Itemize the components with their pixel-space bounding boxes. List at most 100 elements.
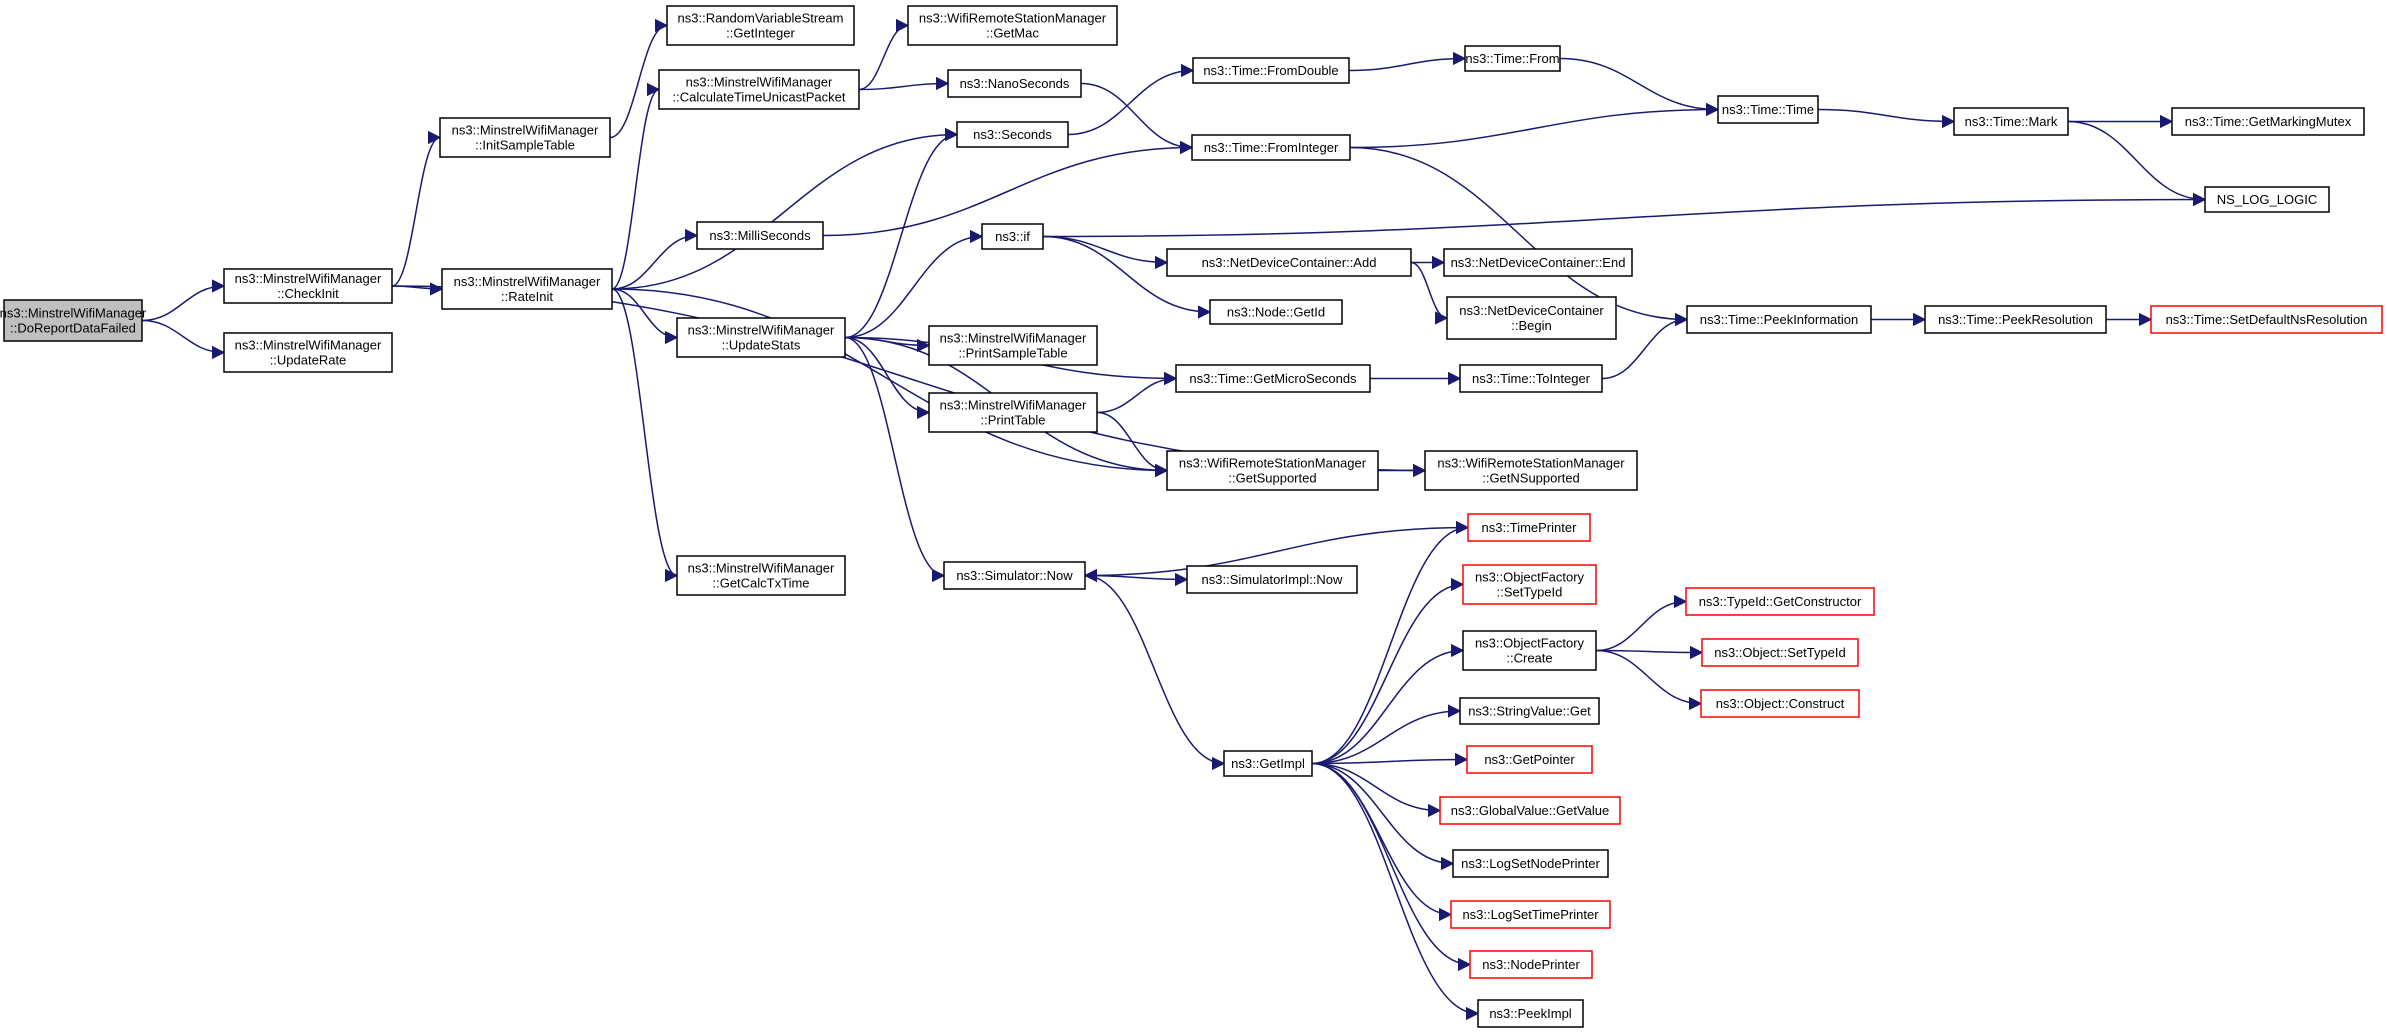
node-label-calctime-0: ns3::MinstrelWifiManager	[686, 75, 833, 90]
edge-getimpl-to-logsetnode	[1311, 762, 1455, 871]
edge-calctime-to-nanosec	[858, 76, 950, 91]
node-frominteger[interactable]: ns3::Time::FromInteger	[1191, 134, 1351, 161]
node-checkinit[interactable]: ns3::MinstrelWifiManager::CheckInit	[223, 268, 393, 304]
node-fromdouble[interactable]: ns3::Time::FromDouble	[1192, 57, 1350, 84]
node-label-nodeprinter-0: ns3::NodePrinter	[1482, 957, 1580, 972]
node-label-updatestats-0: ns3::MinstrelWifiManager	[688, 323, 835, 338]
node-label-getmicro-0: ns3::Time::GetMicroSeconds	[1189, 371, 1357, 386]
node-label-gvgetvalue-0: ns3::GlobalValue::GetValue	[1451, 803, 1610, 818]
node-getmicro[interactable]: ns3::Time::GetMicroSeconds	[1175, 364, 1371, 393]
node-peekres[interactable]: ns3::Time::PeekResolution	[1924, 305, 2107, 334]
node-label-nanosec-0: ns3::NanoSeconds	[960, 76, 1070, 91]
node-getinteger[interactable]: ns3::RandomVariableStream::GetInteger	[666, 5, 855, 46]
node-ofsettypeid[interactable]: ns3::ObjectFactory::SetTypeId	[1462, 564, 1597, 605]
node-timetime[interactable]: ns3::Time::Time	[1717, 95, 1819, 124]
node-box-objconstruct	[1700, 689, 1860, 718]
node-getpointer[interactable]: ns3::GetPointer	[1466, 745, 1593, 774]
node-rateinit[interactable]: ns3::MinstrelWifiManager::RateInit	[441, 268, 613, 310]
node-ndcend[interactable]: ns3::NetDeviceContainer::End	[1443, 248, 1633, 277]
node-ndcbegin[interactable]: ns3::NetDeviceContainer::Begin	[1446, 296, 1617, 340]
node-box-stringget	[1459, 697, 1600, 725]
node-label-getsupported-0: ns3::WifiRemoteStationManager	[1179, 456, 1367, 471]
node-timemark[interactable]: ns3::Time::Mark	[1953, 107, 2069, 136]
node-box-getcalctx	[676, 555, 846, 596]
node-tointeger[interactable]: ns3::Time::ToInteger	[1459, 364, 1603, 393]
node-ofcreate[interactable]: ns3::ObjectFactory::Create	[1462, 630, 1597, 671]
node-nanosec[interactable]: ns3::NanoSeconds	[947, 69, 1082, 98]
node-getmarkingmutex[interactable]: ns3::Time::GetMarkingMutex	[2171, 107, 2365, 136]
node-logsetnode[interactable]: ns3::LogSetNodePrinter	[1452, 849, 1609, 878]
node-stringget[interactable]: ns3::StringValue::Get	[1459, 697, 1600, 725]
node-label-getnsupported-0: ns3::WifiRemoteStationManager	[1437, 456, 1625, 471]
edge-initsample-to-getinteger	[609, 18, 669, 139]
node-label-printsample-0: ns3::MinstrelWifiManager	[940, 331, 1087, 346]
node-getnsupported[interactable]: ns3::WifiRemoteStationManager::GetNSuppo…	[1424, 450, 1638, 491]
node-logsettime[interactable]: ns3::LogSetTimePrinter	[1450, 900, 1611, 929]
node-simnow[interactable]: ns3::Simulator::Now	[943, 561, 1086, 590]
node-timefrom[interactable]: ns3::Time::From	[1464, 45, 1561, 72]
node-millisec[interactable]: ns3::MilliSeconds	[696, 221, 824, 250]
edge-updatestats-to-printtable	[844, 336, 931, 420]
node-seconds[interactable]: ns3::Seconds	[956, 121, 1069, 148]
node-label-setdefaultres-0: ns3::Time::SetDefaultNsResolution	[2166, 312, 2368, 327]
node-label-updaterate-0: ns3::MinstrelWifiManager	[235, 338, 382, 353]
node-box-printsample	[928, 325, 1098, 366]
node-label-nodegetid-0: ns3::Node::GetId	[1227, 305, 1325, 320]
edge-timetime-to-timemark	[1817, 108, 1956, 129]
node-printsample[interactable]: ns3::MinstrelWifiManager::PrintSampleTab…	[928, 325, 1098, 366]
node-box-simnow	[943, 561, 1086, 590]
node-label-stringget-0: ns3::StringValue::Get	[1468, 704, 1591, 719]
node-label-getnsupported-1: ::GetNSupported	[1482, 471, 1580, 486]
node-box-objsettypeid	[1701, 638, 1859, 667]
node-tidgetctor[interactable]: ns3::TypeId::GetConstructor	[1685, 587, 1875, 616]
node-nodegetid[interactable]: ns3::Node::GetId	[1209, 299, 1343, 325]
edge-calctime-to-getmac	[858, 18, 910, 91]
node-nodeprinter[interactable]: ns3::NodePrinter	[1469, 950, 1593, 979]
node-setdefaultres[interactable]: ns3::Time::SetDefaultNsResolution	[2150, 305, 2383, 334]
node-box-logsetnode	[1452, 849, 1609, 878]
node-label-getinteger-1: ::GetInteger	[726, 26, 795, 41]
node-label-ofcreate-1: ::Create	[1506, 651, 1552, 666]
node-nslog[interactable]: NS_LOG_LOGIC	[2204, 186, 2330, 213]
node-updaterate[interactable]: ns3::MinstrelWifiManager::UpdateRate	[223, 332, 393, 373]
node-getcalctx[interactable]: ns3::MinstrelWifiManager::GetCalcTxTime	[676, 555, 846, 596]
node-getsupported[interactable]: ns3::WifiRemoteStationManager::GetSuppor…	[1166, 450, 1379, 491]
node-box-root	[3, 299, 143, 342]
node-box-getpointer	[1466, 745, 1593, 774]
node-label-ndcend-0: ns3::NetDeviceContainer::End	[1451, 255, 1626, 270]
node-label-objsettypeid-0: ns3::Object::SetTypeId	[1714, 645, 1846, 660]
node-peekimpl[interactable]: ns3::PeekImpl	[1477, 999, 1584, 1028]
node-objconstruct[interactable]: ns3::Object::Construct	[1700, 689, 1860, 718]
node-box-gvgetvalue	[1439, 796, 1621, 825]
edge-getimpl-to-peekimpl	[1311, 762, 1480, 1021]
node-label-ofsettypeid-0: ns3::ObjectFactory	[1475, 570, 1585, 585]
node-label-ofsettypeid-1: ::SetTypeId	[1497, 585, 1563, 600]
node-objsettypeid[interactable]: ns3::Object::SetTypeId	[1701, 638, 1859, 667]
node-label-logsetnode-0: ns3::LogSetNodePrinter	[1461, 856, 1600, 871]
node-label-initsample-1: ::InitSampleTable	[475, 138, 575, 153]
node-if[interactable]: ns3::if	[981, 223, 1044, 250]
node-label-timetime-0: ns3::Time::Time	[1722, 102, 1814, 117]
node-simimplnow[interactable]: ns3::SimulatorImpl::Now	[1186, 565, 1358, 594]
node-timeprinter[interactable]: ns3::TimePrinter	[1467, 513, 1591, 542]
node-box-ofsettypeid	[1462, 564, 1597, 605]
node-ndcadd[interactable]: ns3::NetDeviceContainer::Add	[1166, 248, 1412, 277]
edge-updatestats-to-if	[844, 229, 984, 339]
node-box-getnsupported	[1424, 450, 1638, 491]
node-label-updatestats-1: ::UpdateStats	[722, 338, 801, 353]
node-gvgetvalue[interactable]: ns3::GlobalValue::GetValue	[1439, 796, 1621, 825]
node-printtable[interactable]: ns3::MinstrelWifiManager::PrintTable	[928, 392, 1098, 433]
node-getimpl[interactable]: ns3::GetImpl	[1223, 750, 1313, 777]
edge-seconds-to-fromdouble	[1067, 63, 1195, 136]
node-box-timeprinter	[1467, 513, 1591, 542]
edge-ofcreate-to-objconstruct	[1595, 649, 1703, 711]
node-box-peekinfo	[1686, 305, 1872, 334]
node-calctime[interactable]: ns3::MinstrelWifiManager::CalculateTimeU…	[658, 69, 860, 110]
node-updatestats[interactable]: ns3::MinstrelWifiManager::UpdateStats	[676, 317, 846, 358]
node-box-nodeprinter	[1469, 950, 1593, 979]
node-peekinfo[interactable]: ns3::Time::PeekInformation	[1686, 305, 1872, 334]
node-initsample[interactable]: ns3::MinstrelWifiManager::InitSampleTabl…	[439, 117, 611, 158]
node-label-rateinit-1: ::RateInit	[501, 289, 553, 304]
edge-fromdouble-to-timefrom	[1348, 51, 1467, 72]
node-getmac[interactable]: ns3::WifiRemoteStationManager::GetMac	[907, 5, 1118, 46]
